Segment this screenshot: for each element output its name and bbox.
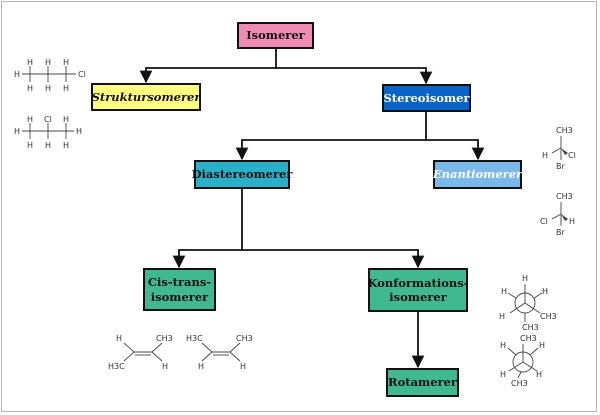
atom-h: H: [63, 84, 69, 93]
atom-h: H: [63, 115, 69, 124]
propyl-chloride-structure: H H H H H H H Cl: [14, 58, 86, 93]
atom-h: H: [542, 151, 548, 160]
atom-cl: Cl: [78, 70, 86, 79]
atom-h: H: [45, 141, 51, 150]
atom-ch3: CH3: [156, 334, 173, 343]
atom-ch3: CH3: [236, 334, 253, 343]
atom-ch3: CH3: [556, 192, 573, 201]
edge-dia-konform: [242, 249, 425, 269]
atom-h: H: [500, 370, 506, 379]
cis-butene-structure: H CH3 H3C H: [108, 334, 173, 371]
enantiomer-structure-1: CH3 H Cl Br: [542, 126, 576, 171]
node-enantiomerer: Enantiomerer: [433, 160, 522, 189]
atom-h: H: [162, 362, 168, 371]
newman-projection-staggered: H H H H CH3 CH3: [499, 274, 557, 332]
atom-h: H: [27, 141, 33, 150]
atom-br: Br: [556, 162, 565, 171]
atom-ch3: CH3: [540, 312, 557, 321]
atom-h: H: [76, 127, 82, 136]
atom-h3c: H3C: [108, 362, 125, 371]
edge-isomerer-branches: [139, 49, 277, 84]
atom-h: H: [27, 84, 33, 93]
atom-h: H: [14, 70, 20, 79]
atom-h: H: [27, 58, 33, 67]
node-cis-trans-isomerer: Cis-trans- isomerer: [143, 268, 216, 311]
atom-ch3: CH3: [522, 323, 539, 332]
atom-h: H: [539, 341, 545, 350]
atom-h: H: [542, 287, 548, 296]
atom-h: H: [45, 84, 51, 93]
atom-h3c: H3C: [186, 334, 203, 343]
atom-h: H: [536, 370, 542, 379]
edge-stereo-dia: [235, 112, 427, 161]
atom-h: H: [45, 58, 51, 67]
node-stereoisomer: Stereoisomer: [382, 84, 471, 112]
edge-isomerer-stereo: [276, 67, 433, 85]
atom-h: H: [198, 362, 204, 371]
trans-butene-structure: H3C CH3 H H: [186, 334, 253, 371]
atom-h: H: [116, 334, 122, 343]
newman-projection-eclipsed: CH3 H H H H CH3: [500, 334, 545, 388]
node-konformationsisomerer: Konformations- isomerer: [367, 268, 469, 312]
atom-h: H: [240, 362, 246, 371]
atom-h: H: [63, 58, 69, 67]
atom-ch3: CH3: [556, 126, 573, 135]
edge-stereo-enantio: [426, 139, 485, 161]
atom-cl: Cl: [44, 115, 52, 124]
atom-cl: Cl: [568, 151, 576, 160]
isopropyl-chloride-structure: H H Cl H H H H H: [14, 115, 82, 150]
atom-br: Br: [556, 228, 565, 237]
atom-h: H: [14, 127, 20, 136]
atom-h: H: [569, 217, 575, 226]
atom-h: H: [501, 287, 507, 296]
atom-h: H: [499, 312, 505, 321]
node-diastereomerer: Diastereomerer: [192, 160, 292, 189]
node-strukturisomerer: Struktursomerer: [91, 83, 201, 111]
atom-ch3: CH3: [520, 334, 537, 343]
atom-ch3: CH3: [511, 379, 528, 388]
atom-h: H: [63, 141, 69, 150]
node-rotamerer: Rotamerer: [386, 368, 459, 397]
node-isomerer: Isomerer: [237, 22, 314, 49]
atom-cl: Cl: [540, 217, 548, 226]
atom-h: H: [500, 341, 506, 350]
atom-h: H: [522, 274, 528, 283]
enantiomer-structure-2: CH3 Cl H Br: [540, 192, 575, 237]
atom-h: H: [27, 115, 33, 124]
edge-dia-cistrans: [172, 189, 243, 269]
